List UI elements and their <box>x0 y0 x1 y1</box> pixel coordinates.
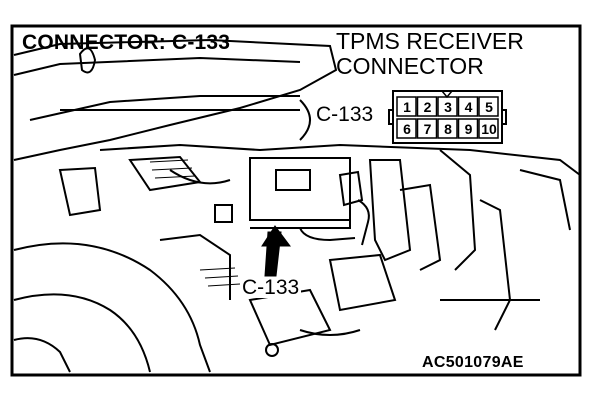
figure-title: CONNECTOR: C-133 <box>22 31 231 54</box>
connector-pin-5: 5 <box>485 99 493 115</box>
callout-label: C-133 <box>240 276 302 299</box>
connector-cavity <box>396 118 417 139</box>
connector-pin-3: 3 <box>444 99 452 115</box>
lower-structure <box>13 149 571 373</box>
connector-cavity <box>478 118 499 139</box>
connector-cavity <box>437 96 458 117</box>
connector-cavity <box>416 96 438 117</box>
connector-cavity <box>416 118 438 139</box>
figure-border <box>10 24 582 377</box>
connector-pin-4: 4 <box>464 99 473 115</box>
connector-pin-9: 9 <box>464 121 473 137</box>
tpms-receiver-module <box>249 157 370 246</box>
connector-pin-1: 1 <box>403 99 411 115</box>
connector-cavity <box>437 118 458 139</box>
connector-cavity <box>396 96 417 117</box>
receiver-title-line1: TPMS RECEIVER <box>336 28 524 54</box>
connector-cavity <box>457 96 479 117</box>
connector-pin-7: 7 <box>423 121 432 137</box>
connector-pin-8: 8 <box>444 121 452 137</box>
receiver-title-line2: CONNECTOR <box>336 53 484 79</box>
connector-pin-6: 6 <box>403 121 411 137</box>
callout-arrow <box>261 225 291 277</box>
connector-pin-10: 10 <box>481 121 497 137</box>
connector-cavity <box>457 118 479 139</box>
connector-label: C-133 <box>316 103 374 126</box>
dashboard-panel <box>13 38 581 217</box>
figure-code: AC501079AE <box>422 354 524 371</box>
connector-pin-2: 2 <box>423 99 432 115</box>
connector-cavity <box>478 96 499 117</box>
connector-cell-lines <box>396 96 499 139</box>
connector-face <box>388 90 507 144</box>
